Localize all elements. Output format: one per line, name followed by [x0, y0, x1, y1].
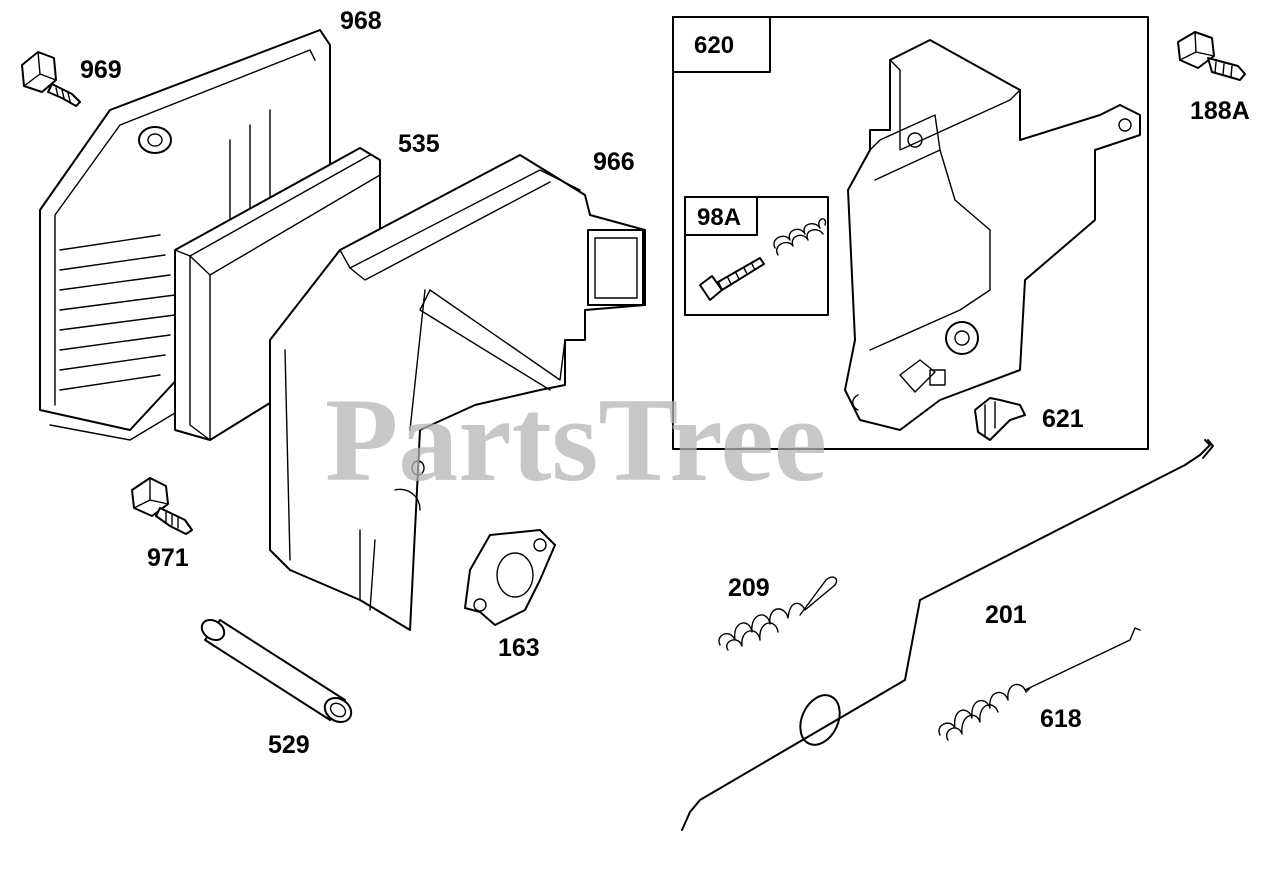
part-98A-screw-spring-box[interactable] — [684, 196, 829, 316]
label-620: 620 — [694, 32, 734, 59]
part-620-control-bracket-box[interactable] — [672, 16, 1149, 450]
label-969: 969 — [80, 56, 122, 84]
part-618-spring[interactable] — [938, 627, 1141, 741]
label-618: 618 — [1040, 705, 1082, 733]
label-966: 966 — [593, 148, 635, 176]
part-201-governor-rod[interactable] — [681, 439, 1214, 831]
part-971-bolt[interactable] — [131, 477, 193, 535]
label-209: 209 — [728, 574, 770, 602]
part-966-air-cleaner-cover[interactable] — [269, 154, 646, 631]
label-98A: 98A — [697, 204, 741, 231]
label-621: 621 — [1042, 405, 1084, 433]
label-529: 529 — [268, 731, 310, 759]
part-209-spring[interactable] — [718, 576, 838, 651]
partstree-watermark: PartsTree — [325, 373, 827, 506]
label-971: 971 — [147, 544, 189, 572]
control-bracket-plate — [844, 39, 1141, 431]
label-201: 201 — [985, 601, 1027, 629]
part-969-bolt[interactable] — [21, 51, 81, 107]
label-188A: 188A — [1190, 97, 1250, 125]
part-529-tube[interactable] — [198, 616, 356, 727]
part-188A-bolt[interactable] — [1177, 31, 1246, 81]
part-163-gasket[interactable] — [464, 529, 556, 626]
adjusting-spring — [773, 218, 827, 256]
label-968: 968 — [340, 7, 382, 35]
adjusting-screw — [699, 257, 765, 301]
label-163: 163 — [498, 634, 540, 662]
part-621-clip[interactable] — [974, 397, 1026, 441]
label-535: 535 — [398, 130, 440, 158]
